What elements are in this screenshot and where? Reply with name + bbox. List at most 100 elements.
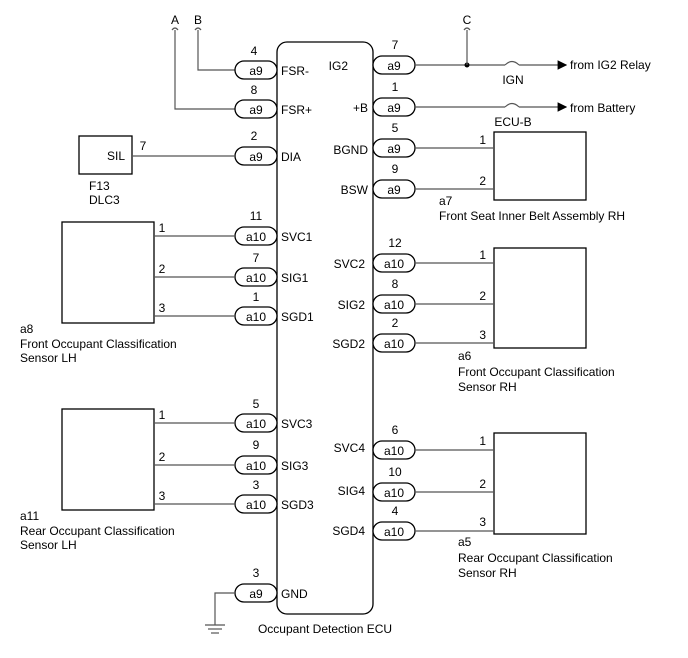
svg-text:1: 1 — [479, 133, 486, 147]
junction-b-label: B — [194, 13, 202, 27]
dlc3-pin: 7 — [140, 139, 147, 153]
terminal-gnd: 3 a9 GND — [234, 566, 308, 603]
connector-label: a10 — [246, 417, 266, 431]
connector-label: a10 — [246, 459, 266, 473]
terminal-name: BGND — [333, 143, 368, 157]
rear-occupant-sensor-lh: 1 2 3 a11 Rear Occupant Classification S… — [20, 408, 235, 552]
pin-number: 12 — [388, 236, 402, 250]
terminal-name: BSW — [341, 183, 369, 197]
ig2-feed: C IGN from IG2 Relay — [415, 13, 651, 87]
front-occupant-sensor-lh: 1 2 3 a8 Front Occupant Classification S… — [20, 221, 235, 365]
pin-number: 8 — [392, 277, 399, 291]
terminal-name: DIA — [281, 150, 301, 164]
fuse-icon — [504, 60, 520, 66]
component-name-line2: Sensor LH — [20, 538, 77, 552]
connector-label: a9 — [387, 183, 401, 197]
component-code: a7 — [439, 194, 453, 208]
terminal-dia: 2 a9 DIA — [234, 129, 301, 166]
terminal-ig2: IG2 7 a9 — [329, 38, 416, 75]
pin-number: 5 — [392, 121, 399, 135]
pin-number: 9 — [253, 438, 260, 452]
component-name-line2: Sensor RH — [458, 380, 517, 394]
terminal-svc4: SVC4 6 a10 — [334, 423, 416, 460]
pin-number: 9 — [392, 162, 399, 176]
connector-label: a10 — [384, 525, 404, 539]
terminal-sig2: SIG2 8 a10 — [338, 277, 416, 314]
junction-b: B — [194, 13, 237, 71]
component-code: a6 — [458, 349, 472, 363]
connector-label: a10 — [384, 298, 404, 312]
svg-text:2: 2 — [159, 450, 166, 464]
connector-label: a9 — [387, 59, 401, 73]
terminal-svc2: SVC2 12 a10 — [334, 236, 416, 273]
terminal-sgd1: 1 a10 SGD1 — [234, 290, 314, 326]
component-name-line1: Rear Occupant Classification — [458, 551, 613, 565]
pin-number: 11 — [250, 209, 263, 223]
terminal-name: FSR+ — [281, 103, 312, 117]
component-name-line2: Sensor LH — [20, 351, 77, 365]
fuse-label: IGN — [502, 73, 523, 87]
connector-label: a9 — [387, 142, 401, 156]
connector-label: a10 — [246, 498, 266, 512]
connector-label: a10 — [384, 337, 404, 351]
terminal-name: SVC3 — [281, 417, 313, 431]
svg-text:1: 1 — [159, 408, 166, 422]
terminal-sgd4: SGD4 4 a10 — [332, 504, 416, 541]
component-name-line1: Front Seat Inner Belt Assembly RH — [439, 209, 625, 223]
terminal-name: GND — [281, 587, 308, 601]
source-label: from Battery — [570, 101, 635, 115]
component-code: a11 — [20, 509, 39, 523]
terminal-fsr-minus: 4 a9 FSR- — [234, 44, 309, 80]
sensor-box — [493, 247, 587, 349]
pin-number: 3 — [253, 478, 260, 492]
connector-label: a10 — [384, 486, 404, 500]
svg-text:3: 3 — [479, 515, 486, 529]
component-name-line1: Rear Occupant Classification — [20, 524, 175, 538]
svg-text:1: 1 — [479, 248, 486, 262]
pin-number: 2 — [251, 129, 258, 143]
terminal-name: SIG4 — [338, 484, 366, 498]
pin-number: 5 — [253, 397, 260, 411]
terminal-name: IG2 — [329, 59, 349, 73]
terminal-name: SIG1 — [281, 271, 309, 285]
terminal-name: SVC4 — [334, 441, 366, 455]
dlc3-name: DLC3 — [89, 193, 120, 207]
ecu-body — [276, 41, 374, 615]
terminal-svc1: 11 a10 SVC1 — [234, 209, 313, 246]
dlc3-connector: SIL 7 F13 DLC3 — [78, 135, 235, 207]
terminal-name: SGD3 — [281, 498, 314, 512]
svg-text:2: 2 — [479, 477, 486, 491]
terminal-name: SVC1 — [281, 230, 313, 244]
svg-text:1: 1 — [479, 434, 486, 448]
battery-feed: ECU-B from Battery — [415, 101, 635, 129]
connector-label: a9 — [249, 64, 263, 78]
sensor-box — [493, 432, 587, 535]
terminal-fsr-plus: 8 a9 FSR+ — [234, 83, 312, 119]
connector-label: a10 — [384, 257, 404, 271]
connector-label: a9 — [249, 150, 263, 164]
connector-label: a9 — [387, 101, 401, 115]
dlc3-box — [78, 135, 133, 175]
junction-c-label: C — [463, 13, 472, 27]
terminal-name: SGD4 — [332, 524, 365, 538]
front-occupant-sensor-rh: 1 2 3 a6 Front Occupant Classification S… — [415, 247, 615, 394]
terminal-name: SIG2 — [338, 298, 366, 312]
terminal-name: FSR- — [281, 64, 309, 78]
terminal-sig1: 7 a10 SIG1 — [234, 251, 309, 287]
source-label: from IG2 Relay — [570, 58, 651, 72]
connector-label: a10 — [246, 310, 266, 324]
svg-text:1: 1 — [159, 221, 166, 235]
rear-occupant-sensor-rh: 1 2 3 a5 Rear Occupant Classification Se… — [415, 432, 613, 580]
dlc3-code: F13 — [89, 179, 110, 193]
front-seat-inner-belt-rh: 1 2 a7 Front Seat Inner Belt Assembly RH — [415, 131, 625, 223]
sensor-box — [61, 221, 155, 324]
terminal-sig4: SIG4 10 a10 — [338, 465, 416, 502]
pin-number: 4 — [251, 44, 258, 58]
ground-icon — [205, 592, 235, 634]
connector-label: a9 — [249, 587, 263, 601]
terminal-sgd2: SGD2 2 a10 — [332, 316, 416, 353]
dlc3-terminal-label: SIL — [107, 149, 125, 163]
terminal-name: SGD2 — [332, 337, 365, 351]
pin-number: 8 — [251, 83, 258, 97]
